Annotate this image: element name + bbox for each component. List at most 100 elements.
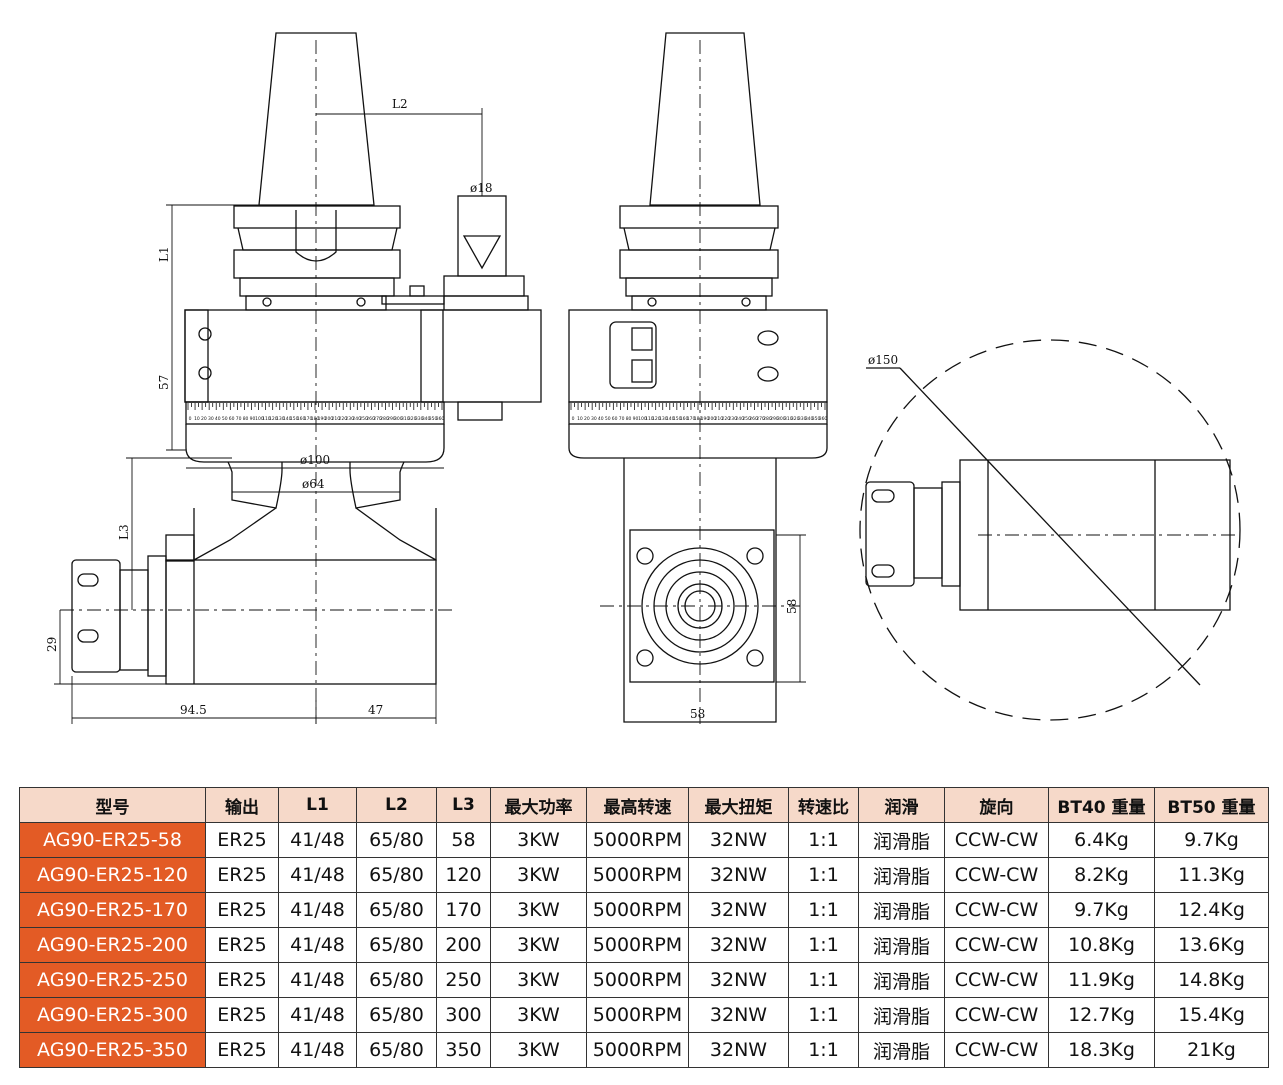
table-cell: 润滑脂 — [858, 822, 945, 858]
scale-label: 100 — [255, 416, 264, 422]
table-cell: 1:1 — [788, 997, 859, 1033]
table-cell: ER25 — [205, 1032, 279, 1068]
scale-label: 100 — [638, 416, 647, 422]
table-cell: 170 — [436, 892, 491, 928]
table-cell: 21Kg — [1154, 1032, 1269, 1068]
scale-label: 190 — [318, 416, 327, 422]
scale-label: 360 — [436, 416, 445, 422]
spec-table: 型号 输出 L1 L2 L3 最大功率 最高转速 最大扭矩 转速比 润滑 旋向 … — [19, 787, 1269, 1068]
scale-label: 350 — [812, 416, 821, 422]
table-cell: 65/80 — [356, 962, 437, 998]
table-cell: 5000RPM — [586, 962, 689, 998]
scale-label: 190 — [701, 416, 710, 422]
table-cell: 65/80 — [356, 927, 437, 963]
dim-side-58-height: 58 — [785, 599, 799, 614]
table-cell: 9.7Kg — [1048, 892, 1155, 928]
scale-label: 310 — [784, 416, 793, 422]
header-max-torque: 最大扭矩 — [688, 787, 789, 823]
table-cell: 18.3Kg — [1048, 1032, 1155, 1068]
scale-label: 50 — [222, 416, 228, 422]
model-cell: AG90-ER25-350 — [19, 1032, 206, 1068]
table-cell: 32NW — [688, 822, 789, 858]
table-cell: 8.2Kg — [1048, 857, 1155, 893]
scale-label: 360 — [819, 416, 828, 422]
scale-label: 30 — [591, 416, 597, 422]
dim-l2: L2 — [392, 97, 408, 111]
table-cell: ER25 — [205, 997, 279, 1033]
header-max-speed: 最高转速 — [586, 787, 689, 823]
scale-label: 290 — [770, 416, 779, 422]
table-cell: 41/48 — [278, 997, 357, 1033]
table-cell: 5000RPM — [586, 892, 689, 928]
dim-94-5: 94.5 — [180, 703, 207, 717]
model-cell: AG90-ER25-200 — [19, 927, 206, 963]
table-cell: 5000RPM — [586, 927, 689, 963]
table-cell: CCW-CW — [944, 927, 1049, 963]
scale-label: 320 — [408, 416, 417, 422]
scale-label: 210 — [332, 416, 341, 422]
table-cell: 5000RPM — [586, 822, 689, 858]
scale-label: 310 — [401, 416, 410, 422]
table-cell: 58 — [436, 822, 491, 858]
header-max-power: 最大功率 — [490, 787, 587, 823]
model-cell: AG90-ER25-170 — [19, 892, 206, 928]
scale-label: 270 — [373, 416, 382, 422]
scale-label: 270 — [756, 416, 765, 422]
table-cell: 41/48 — [278, 927, 357, 963]
table-cell: 350 — [436, 1032, 491, 1068]
scale-label: 140 — [666, 416, 675, 422]
table-cell: 润滑脂 — [858, 997, 945, 1033]
table-cell: 润滑脂 — [858, 892, 945, 928]
table-cell: 41/48 — [278, 857, 357, 893]
table-cell: ER25 — [205, 822, 279, 858]
table-cell: 3KW — [490, 892, 587, 928]
scale-label: 300 — [777, 416, 786, 422]
scale-label: 110 — [262, 416, 271, 422]
scale-label: 340 — [422, 416, 431, 422]
table-cell: 32NW — [688, 962, 789, 998]
scale-label: 210 — [715, 416, 724, 422]
table-cell: CCW-CW — [944, 857, 1049, 893]
table-cell: 润滑脂 — [858, 962, 945, 998]
table-cell: 32NW — [688, 892, 789, 928]
table-cell: CCW-CW — [944, 997, 1049, 1033]
table-cell: 1:1 — [788, 1032, 859, 1068]
scale-label: 170 — [687, 416, 696, 422]
scale-label: 130 — [276, 416, 285, 422]
table-cell: 65/80 — [356, 1032, 437, 1068]
table-cell: ER25 — [205, 857, 279, 893]
table-cell: 6.4Kg — [1048, 822, 1155, 858]
dim-side-58-width: 58 — [690, 707, 705, 721]
table-cell: 12.4Kg — [1154, 892, 1269, 928]
front-view — [71, 32, 542, 685]
dim-d64: ø64 — [302, 477, 325, 491]
table-cell: 11.3Kg — [1154, 857, 1269, 893]
table-cell: CCW-CW — [944, 962, 1049, 998]
table-cell: 41/48 — [278, 962, 357, 998]
table-cell: 120 — [436, 857, 491, 893]
detail-view — [859, 339, 1241, 721]
scale-label: 250 — [359, 416, 368, 422]
scale-label: 20 — [584, 416, 590, 422]
table-cell: 1:1 — [788, 857, 859, 893]
table-cell: 11.9Kg — [1048, 962, 1155, 998]
scale-label: 120 — [269, 416, 278, 422]
model-cell: AG90-ER25-120 — [19, 857, 206, 893]
scale-label: 10 — [577, 416, 583, 422]
table-cell: 3KW — [490, 927, 587, 963]
scale-label: 350 — [429, 416, 438, 422]
table-cell: 41/48 — [278, 892, 357, 928]
scale-label: 200 — [325, 416, 334, 422]
table-cell: 41/48 — [278, 822, 357, 858]
scale-label: 260 — [366, 416, 375, 422]
scale-label: 320 — [791, 416, 800, 422]
scale-label: 240 — [735, 416, 744, 422]
table-cell: 65/80 — [356, 822, 437, 858]
scale-label: 180 — [694, 416, 703, 422]
scale-label: 340 — [805, 416, 814, 422]
scale-label: 10 — [194, 416, 200, 422]
dim-l3: L3 — [117, 524, 131, 540]
